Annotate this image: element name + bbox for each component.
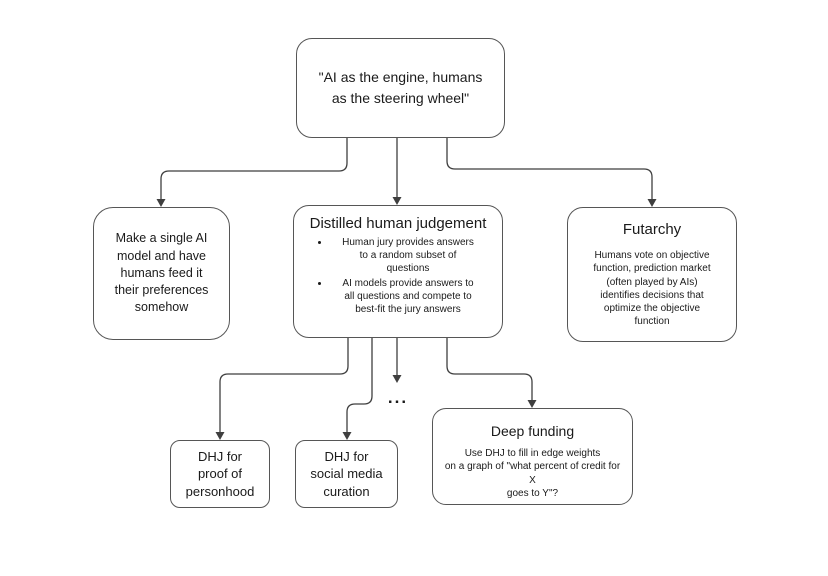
node-root-title: "AI as the engine, humans as the steerin…: [318, 69, 483, 106]
node-futarchy-title: Futarchy: [622, 221, 682, 238]
node-deep-funding-title: Deep funding: [490, 423, 575, 439]
node-distilled-human-judgement-bullet-list: Human jury provides answers to a random …: [300, 237, 496, 317]
arrowhead-dhj-to-personhood: [215, 432, 225, 440]
arrowhead-root-to-single-model: [156, 199, 166, 207]
node-futarchy-body: Humans vote on objective function, predi…: [593, 250, 711, 328]
node-single-ai-model-body: Make a single AI model and have humans f…: [114, 231, 209, 315]
node-futarchy: Futarchy Humans vote on objective functi…: [567, 207, 737, 342]
arrowhead-dhj-to-deep-funding: [527, 400, 537, 408]
node-deep-funding: Deep funding Use DHJ to fill in edge wei…: [432, 408, 633, 505]
node-dhj-social-media-curation: DHJ for social media curation: [295, 440, 398, 508]
arrowhead-dhj-to-ellipsis: [392, 375, 402, 383]
connector-dhj-to-personhood: [219, 338, 349, 432]
connector-root-to-futarchy: [446, 138, 653, 199]
node-root: "AI as the engine, humans as the steerin…: [296, 38, 505, 138]
connector-root-to-single-model: [160, 138, 348, 199]
arrowhead-root-to-futarchy: [647, 199, 657, 207]
bullet-item: AI models provide answers to all questio…: [330, 278, 486, 316]
node-deep-funding-body: Use DHJ to fill in edge weights on a gra…: [444, 448, 621, 499]
connector-dhj-to-social: [346, 338, 373, 432]
node-single-ai-model: Make a single AI model and have humans f…: [93, 207, 230, 340]
node-distilled-human-judgement: Distilled human judgement Human jury pro…: [293, 205, 503, 338]
node-dhj-proof-of-personhood: DHJ for proof of personhood: [170, 440, 270, 508]
ellipsis-more-applications: ...: [387, 388, 409, 407]
arrowhead-dhj-to-social: [342, 432, 352, 440]
node-distilled-human-judgement-title: Distilled human judgement: [309, 215, 487, 232]
arrowhead-root-to-dhj: [392, 197, 402, 205]
node-dhj-proof-of-personhood-body: DHJ for proof of personhood: [185, 449, 255, 499]
node-dhj-social-media-curation-body: DHJ for social media curation: [310, 449, 383, 499]
connector-dhj-to-deep-funding: [446, 338, 533, 400]
bullet-item: Human jury provides answers to a random …: [330, 237, 486, 275]
